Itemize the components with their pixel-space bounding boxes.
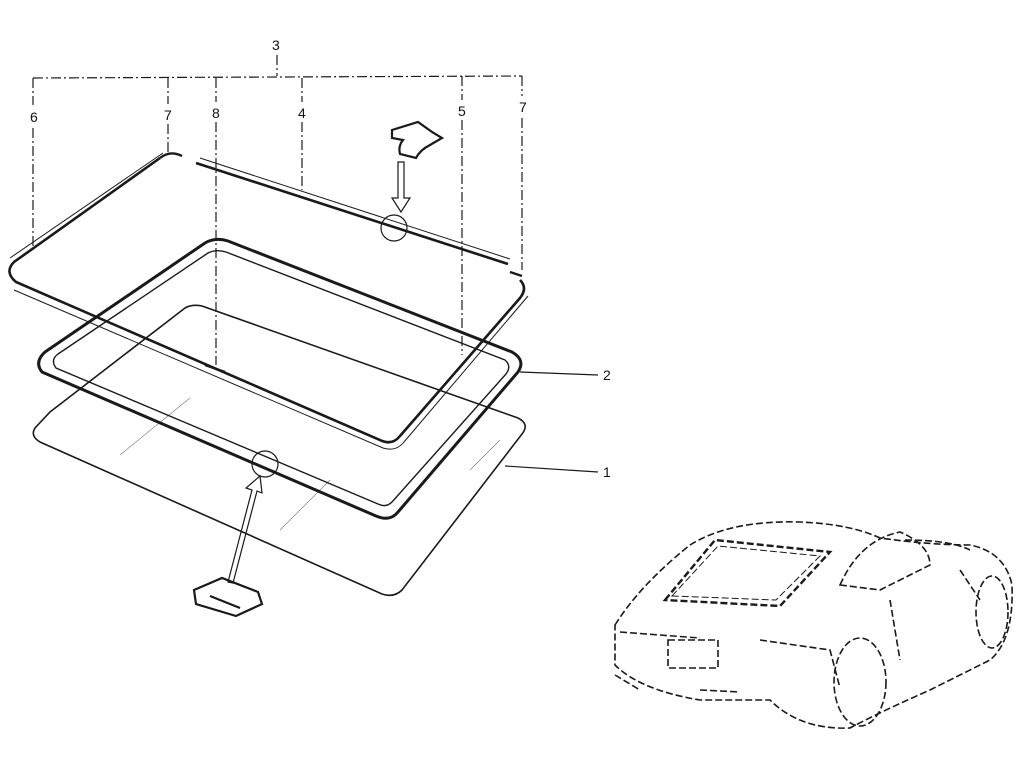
callout-1: 1 [603,464,611,480]
callout-8: 8 [212,105,220,121]
weatherstrip [37,237,523,520]
callout-3: 3 [272,37,280,53]
glass-reflection-lines [119,397,501,531]
callout-labels: 3 6 7 8 4 5 7 2 1 [30,37,611,480]
leader-lines [32,55,523,365]
callout-2: 2 [603,367,611,383]
moulding-joints [159,152,523,374]
rear-glass [32,304,526,597]
clip-location-circle-top [380,214,408,242]
callout-7-right: 7 [519,99,527,115]
callout-5: 5 [458,103,466,119]
arrow-bottom [227,474,263,584]
callout-4: 4 [298,105,306,121]
clip-icon-top [390,120,445,160]
callout-7-left: 7 [164,107,172,123]
leader-line-2 [519,371,599,376]
callout-6: 6 [30,109,38,125]
finisher-moulding [8,156,526,444]
clip-icon-bottom [192,576,264,618]
leader-line-1 [504,465,599,473]
moulding-inner [9,152,529,450]
clip-location-circle-bottom [251,450,279,478]
arrow-top [390,161,412,214]
car-illustration [614,521,1013,729]
weatherstrip-inner [52,250,510,507]
